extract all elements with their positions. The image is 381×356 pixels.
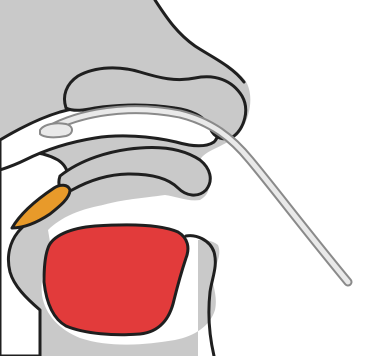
tongue [44, 225, 188, 335]
tube-tip [40, 123, 72, 137]
